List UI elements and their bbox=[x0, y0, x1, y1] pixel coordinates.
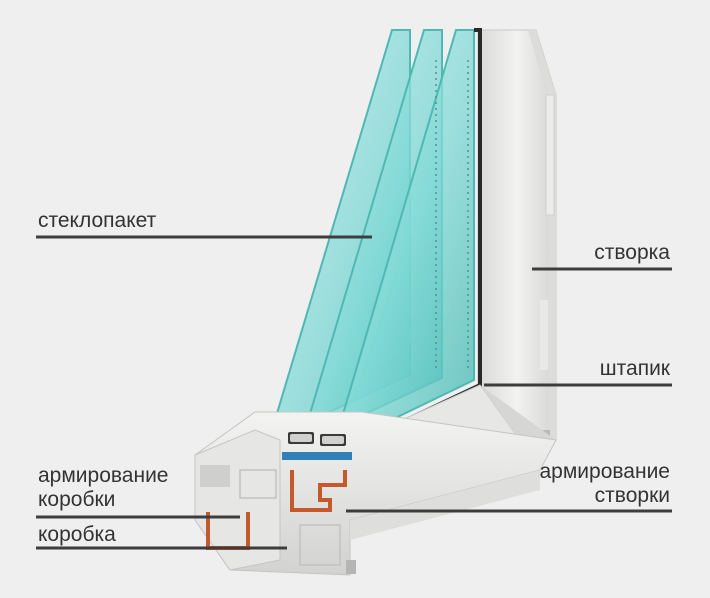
label-frame-reinforcement-line2: коробки bbox=[38, 488, 116, 511]
glass-unit-shape bbox=[270, 28, 482, 444]
label-sash-reinforcement-line2: створки bbox=[594, 484, 670, 507]
frame-profile-shape bbox=[194, 411, 557, 576]
label-frame: коробка bbox=[38, 523, 116, 546]
label-frame-reinforcement-line1: армирование bbox=[38, 464, 169, 487]
leader-lines bbox=[36, 235, 672, 550]
label-sash-reinforcement-line1: армирование bbox=[539, 460, 671, 483]
label-sash: створка bbox=[594, 241, 670, 264]
label-glazing-bead: штапик bbox=[599, 357, 670, 380]
label-glass-unit: стеклопакет bbox=[38, 209, 157, 232]
sash-profile-shape bbox=[477, 29, 557, 444]
